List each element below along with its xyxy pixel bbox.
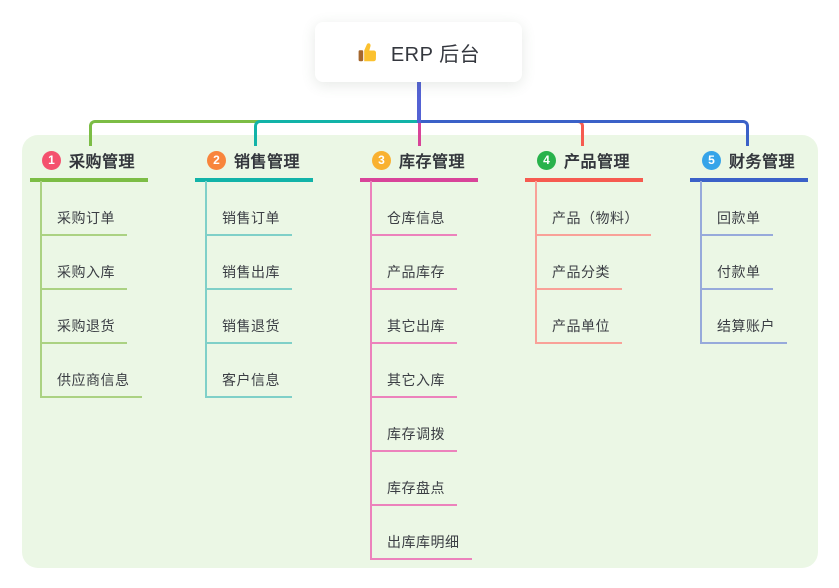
child-node[interactable]: 销售订单 xyxy=(195,182,313,236)
branch-column: 3 库存管理 仓库信息产品库存其它出库其它入库库存调拨库存盘点出库库明细 xyxy=(360,148,478,560)
branch-children: 回款单付款单结算账户 xyxy=(690,181,808,344)
branch-children: 采购订单采购入库采购退货供应商信息 xyxy=(30,181,148,398)
child-node[interactable]: 仓库信息 xyxy=(360,182,478,236)
child-label: 库存盘点 xyxy=(370,478,457,506)
child-label: 产品（物料） xyxy=(535,208,651,236)
child-node[interactable]: 销售退货 xyxy=(195,290,313,344)
child-label: 采购退货 xyxy=(40,316,127,344)
root-node[interactable]: ERP 后台 xyxy=(315,22,522,82)
child-label: 客户信息 xyxy=(205,370,292,398)
child-label: 销售订单 xyxy=(205,208,292,236)
child-label: 出库库明细 xyxy=(370,532,472,560)
child-label: 回款单 xyxy=(700,208,773,236)
child-label: 库存调拨 xyxy=(370,424,457,452)
child-label: 采购入库 xyxy=(40,262,127,290)
branch-title-label: 财务管理 xyxy=(729,154,796,171)
branch-title-label: 采购管理 xyxy=(69,154,136,171)
branch-column: 2 销售管理 销售订单销售出库销售退货客户信息 xyxy=(195,148,313,398)
child-node[interactable]: 客户信息 xyxy=(195,344,313,398)
branch-badge: 1 xyxy=(42,150,61,170)
branch-title[interactable]: 4 产品管理 xyxy=(525,148,643,182)
child-label: 采购订单 xyxy=(40,208,127,236)
child-label: 其它入库 xyxy=(370,370,457,398)
branch-title-label: 产品管理 xyxy=(564,154,631,171)
child-label: 结算账户 xyxy=(700,316,787,344)
child-node[interactable]: 出库库明细 xyxy=(360,506,478,560)
child-node[interactable]: 库存调拨 xyxy=(360,398,478,452)
branch-children: 产品（物料） 产品分类产品单位 xyxy=(525,181,651,344)
thumbs-up-icon xyxy=(357,40,381,64)
child-label: 产品分类 xyxy=(535,262,622,290)
child-node[interactable]: 回款单 xyxy=(690,182,808,236)
branch-title-label: 库存管理 xyxy=(399,154,466,171)
child-node[interactable]: 供应商信息 xyxy=(30,344,148,398)
branch-title[interactable]: 5 财务管理 xyxy=(690,148,808,182)
branch-badge: 3 xyxy=(372,150,391,170)
child-node[interactable]: 产品分类 xyxy=(525,236,643,290)
child-node[interactable]: 产品单位 xyxy=(525,290,643,344)
branch-title[interactable]: 3 库存管理 xyxy=(360,148,478,182)
branch-badge: 5 xyxy=(702,150,721,170)
child-label: 供应商信息 xyxy=(40,370,142,398)
child-node[interactable]: 产品库存 xyxy=(360,236,478,290)
child-label: 产品库存 xyxy=(370,262,457,290)
branch-title-label: 销售管理 xyxy=(234,154,301,171)
mindmap-panel: 1 采购管理 采购订单采购入库采购退货供应商信息 2 销售管理 销售订单销售出库… xyxy=(22,135,818,568)
child-node[interactable]: 采购退货 xyxy=(30,290,148,344)
branch-column: 4 产品管理 产品（物料） 产品分类产品单位 xyxy=(525,148,651,344)
branch-badge: 2 xyxy=(207,150,226,170)
child-label: 仓库信息 xyxy=(370,208,457,236)
child-label: 销售退货 xyxy=(205,316,292,344)
branch-column: 1 采购管理 采购订单采购入库采购退货供应商信息 xyxy=(30,148,148,398)
child-label: 付款单 xyxy=(700,262,773,290)
child-node[interactable]: 产品（物料） xyxy=(525,182,651,236)
connector-line xyxy=(417,82,421,123)
child-label: 产品单位 xyxy=(535,316,622,344)
root-title: ERP 后台 xyxy=(390,43,481,66)
child-node[interactable]: 其它入库 xyxy=(360,344,478,398)
child-node[interactable]: 采购订单 xyxy=(30,182,148,236)
child-node[interactable]: 结算账户 xyxy=(690,290,808,344)
branch-children: 销售订单销售出库销售退货客户信息 xyxy=(195,181,313,398)
branch-title[interactable]: 2 销售管理 xyxy=(195,148,313,182)
child-node[interactable]: 付款单 xyxy=(690,236,808,290)
child-node[interactable]: 销售出库 xyxy=(195,236,313,290)
branch-title[interactable]: 1 采购管理 xyxy=(30,148,148,182)
branch-column: 5 财务管理 回款单付款单结算账户 xyxy=(690,148,808,344)
child-node[interactable]: 其它出库 xyxy=(360,290,478,344)
branch-badge: 4 xyxy=(537,150,556,170)
branch-children: 仓库信息产品库存其它出库其它入库库存调拨库存盘点出库库明细 xyxy=(360,181,478,560)
child-node[interactable]: 库存盘点 xyxy=(360,452,478,506)
child-node[interactable]: 采购入库 xyxy=(30,236,148,290)
child-label: 销售出库 xyxy=(205,262,292,290)
child-label: 其它出库 xyxy=(370,316,457,344)
